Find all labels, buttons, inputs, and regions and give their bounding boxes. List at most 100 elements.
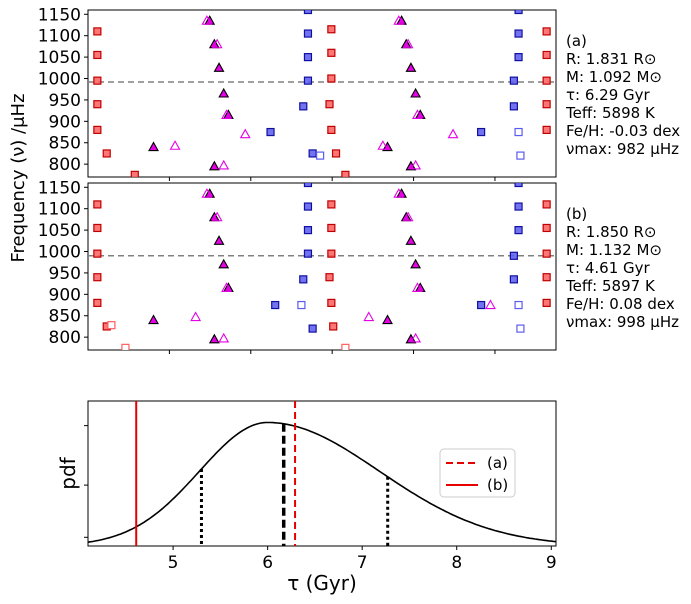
blue-square-mode xyxy=(516,151,525,160)
triangle-mode xyxy=(447,128,459,139)
blue-square-mode xyxy=(514,183,523,188)
triangle-mode xyxy=(148,141,159,152)
red-square-mode xyxy=(327,200,336,209)
blue-square-mode xyxy=(297,300,306,310)
triangle-mode xyxy=(393,188,405,198)
blue-square-mode xyxy=(509,102,518,111)
triangle-mode xyxy=(148,314,159,325)
annotation-line: (b) xyxy=(566,205,587,223)
y-tick-label: 850 xyxy=(49,307,81,327)
red-square-mode xyxy=(93,223,102,233)
y-tick-label: 1150 xyxy=(38,5,81,25)
x-tick-label: 7 xyxy=(357,553,368,573)
triangle-mode xyxy=(410,87,422,98)
plot-frame xyxy=(87,182,557,351)
red-square-mode xyxy=(93,200,102,209)
red-square-mode xyxy=(329,322,338,331)
y-tick-label: 800 xyxy=(49,155,81,175)
triangle-mode xyxy=(485,299,496,310)
red-square-mode xyxy=(542,249,551,258)
red-square-mode xyxy=(542,223,551,233)
x-tick-label: 8 xyxy=(451,553,462,573)
blue-square-mode xyxy=(509,76,518,85)
blue-square-mode xyxy=(303,226,313,235)
triangle-mode xyxy=(405,62,417,72)
blue-square-mode xyxy=(271,300,280,310)
triangle-mode xyxy=(218,258,230,269)
red-square-mode xyxy=(542,100,551,109)
red-square-mode xyxy=(325,100,334,109)
triangle-mode xyxy=(213,235,225,245)
triangle-mode xyxy=(221,282,232,292)
annotation-line: M: 1.132 M⊙ xyxy=(566,241,662,259)
blue-square-mode xyxy=(477,127,486,137)
blue-square-mode xyxy=(514,10,523,15)
markers xyxy=(93,10,551,177)
red-square-mode xyxy=(107,321,116,330)
legend: (a) (b) xyxy=(439,448,516,498)
y-tick-label: 1100 xyxy=(38,200,81,220)
y-tick-label: 1050 xyxy=(38,221,81,241)
red-square-mode xyxy=(327,298,336,307)
red-square-mode xyxy=(327,249,336,258)
red-square-mode xyxy=(93,100,102,109)
legend-label: (a) xyxy=(487,454,508,472)
annotation-line: (a) xyxy=(566,32,587,50)
triangle-mode xyxy=(239,128,251,139)
triangle-mode xyxy=(213,62,225,72)
annotation-line: Fe/H: 0.08 dex xyxy=(566,295,675,313)
red-square-mode xyxy=(542,50,551,60)
red-square-mode xyxy=(93,249,102,258)
triangle-mode xyxy=(201,15,213,25)
annotation-line: M: 1.092 M⊙ xyxy=(566,68,662,86)
annotation-line: R: 1.831 R⊙ xyxy=(566,50,656,68)
triangle-mode xyxy=(377,140,389,150)
red-square-mode xyxy=(542,200,551,209)
blue-square-mode xyxy=(303,202,313,211)
annotation-line: Teff: 5897 K xyxy=(565,277,656,295)
legend-label: (b) xyxy=(487,476,508,494)
triangle-mode xyxy=(208,160,220,171)
red-square-mode xyxy=(93,273,102,282)
blue-square-mode xyxy=(303,183,313,188)
blue-square-mode xyxy=(303,29,313,38)
blue-square-mode xyxy=(514,53,523,62)
blue-square-mode xyxy=(514,29,523,38)
y-tick-label: 1050 xyxy=(38,48,81,68)
y-tick-label: 950 xyxy=(49,264,81,284)
red-square-mode xyxy=(331,149,341,158)
y-tick-label: 900 xyxy=(49,285,81,305)
blue-square-mode xyxy=(477,300,486,310)
y-axis-label: pdf xyxy=(56,456,80,489)
triangle-mode xyxy=(402,211,414,222)
y-tick-label: 1150 xyxy=(38,178,81,198)
triangle-mode xyxy=(402,38,414,49)
red-square-mode xyxy=(542,125,551,134)
triangle-mode xyxy=(405,235,417,245)
triangle-mode xyxy=(169,140,181,150)
red-square-mode xyxy=(130,170,139,177)
triangle-mode xyxy=(412,282,423,292)
x-axis-label: τ (Gyr) xyxy=(287,571,357,595)
triangle-mode xyxy=(218,332,230,343)
triangle-mode xyxy=(410,332,422,343)
red-square-mode xyxy=(327,125,336,134)
blue-square-mode xyxy=(299,275,308,284)
blue-square-mode xyxy=(509,275,518,284)
red-square-mode xyxy=(93,298,102,307)
y-tick-label: 1000 xyxy=(38,243,81,263)
triangle-mode xyxy=(221,109,232,119)
red-square-mode xyxy=(327,48,336,57)
annotation-line: τ: 6.29 Gyr xyxy=(566,86,651,104)
triangle-mode xyxy=(363,311,375,322)
red-square-mode xyxy=(341,343,350,350)
red-square-mode xyxy=(93,125,102,134)
y-tick-label: 950 xyxy=(49,91,81,111)
annotation-line: Fe/H: -0.03 dex xyxy=(566,122,680,140)
triangle-mode xyxy=(393,15,405,25)
blue-square-mode xyxy=(308,149,317,158)
